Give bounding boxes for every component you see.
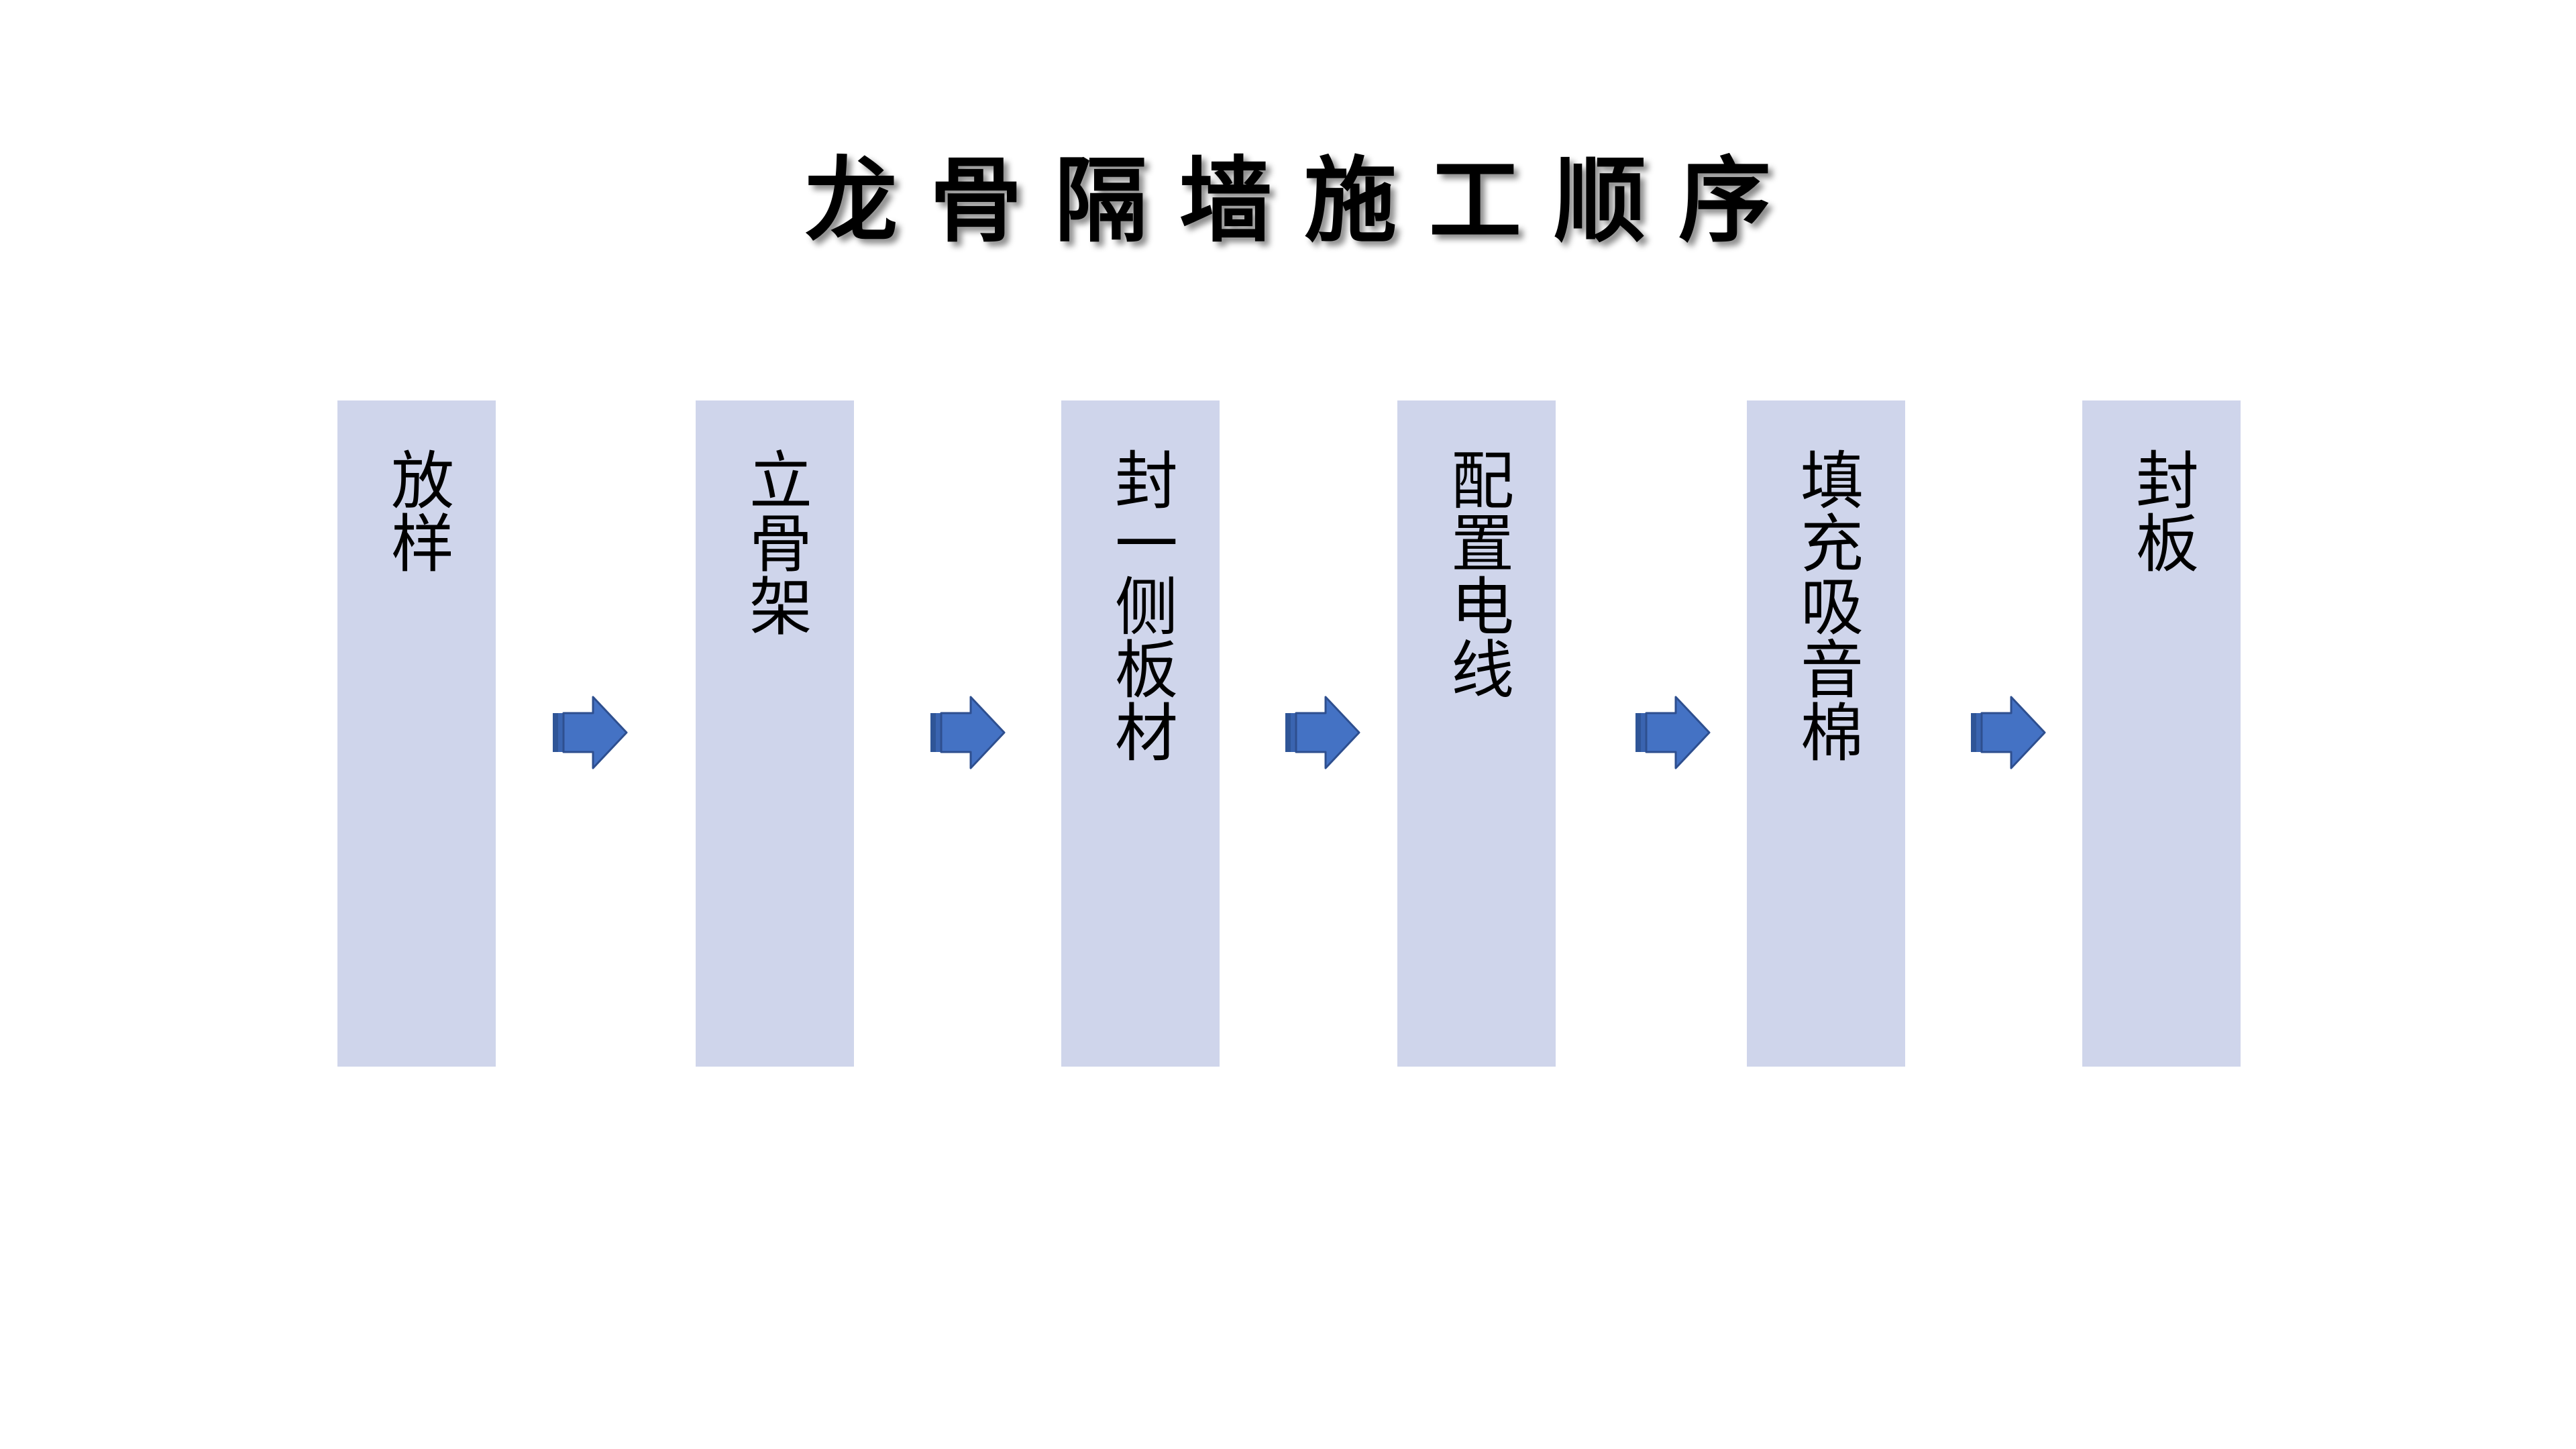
step-label-6: 封板 xyxy=(2125,447,2198,574)
step-label-2: 立骨架 xyxy=(739,447,812,637)
right-arrow-icon xyxy=(1971,696,2046,769)
step-box-6: 封板 xyxy=(2082,400,2241,1067)
right-arrow-icon xyxy=(1635,696,1711,769)
step-box-5: 填充吸音棉 xyxy=(1747,400,1905,1067)
step-label-5: 填充吸音棉 xyxy=(1790,447,1863,763)
step-label-1: 放样 xyxy=(380,447,453,574)
step-box-3: 封一侧板材 xyxy=(1061,400,1220,1067)
step-label-4: 配置电线 xyxy=(1440,447,1513,700)
step-box-4: 配置电线 xyxy=(1397,400,1556,1067)
step-box-2: 立骨架 xyxy=(696,400,854,1067)
diagram-title: 龙骨隔墙施工顺序 xyxy=(804,147,1803,255)
right-arrow-icon xyxy=(1285,696,1360,769)
step-box-1: 放样 xyxy=(337,400,496,1067)
step-label-3: 封一侧板材 xyxy=(1104,447,1177,763)
right-arrow-icon xyxy=(553,696,628,769)
right-arrow-icon xyxy=(930,696,1006,769)
